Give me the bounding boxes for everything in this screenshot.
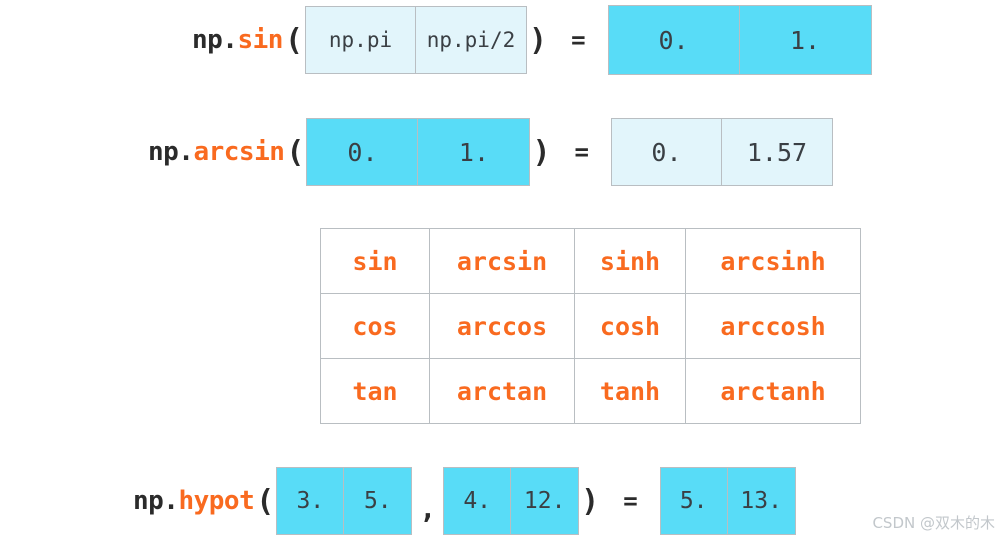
call-label-hypot: np.hypot bbox=[133, 486, 255, 516]
input-array-sin: np.pi np.pi/2 bbox=[305, 6, 527, 74]
input-array-hypot-a: 3. 5. bbox=[276, 467, 413, 535]
equals-sign: = bbox=[571, 26, 586, 54]
array-cell: 3. bbox=[277, 468, 345, 534]
array-cell: 0. bbox=[307, 119, 419, 185]
table-cell: arcsinh bbox=[685, 228, 861, 294]
table-cell: sinh bbox=[574, 228, 686, 294]
call-label-arcsin: np.arcsin bbox=[148, 137, 285, 167]
table-cell: arctan bbox=[429, 358, 575, 424]
array-cell: 1. bbox=[418, 119, 530, 185]
table-cell: tanh bbox=[574, 358, 686, 424]
call-label-sin: np.sin bbox=[192, 25, 283, 55]
output-array-sin: 0. 1. bbox=[607, 5, 872, 75]
table-cell: sin bbox=[320, 228, 430, 294]
function-name: sin bbox=[237, 25, 283, 55]
open-paren: ( bbox=[256, 483, 275, 519]
table-row: tan arctan tanh arctanh bbox=[320, 358, 861, 424]
array-cell: 5. bbox=[344, 468, 412, 534]
array-cell: np.pi bbox=[306, 7, 416, 73]
open-paren: ( bbox=[284, 22, 303, 58]
table-cell: arctanh bbox=[685, 358, 861, 424]
argument-comma: , bbox=[419, 491, 437, 525]
trig-function-table: sin arcsin sinh arcsinh cos arccos cosh … bbox=[320, 228, 861, 424]
expression-row-hypot: np.hypot ( 3. 5. , 4. 12. ) = 5. 13. bbox=[133, 467, 796, 535]
table-cell: tan bbox=[320, 358, 430, 424]
output-array-arcsin: 0. 1.57 bbox=[610, 118, 833, 186]
equals-sign: = bbox=[623, 487, 638, 515]
equals-sign: = bbox=[574, 138, 589, 166]
function-name: hypot bbox=[178, 486, 255, 516]
array-cell: 12. bbox=[511, 468, 579, 534]
array-cell: 5. bbox=[660, 468, 728, 534]
array-cell: 13. bbox=[727, 468, 795, 534]
open-paren: ( bbox=[286, 134, 305, 170]
table-cell: arcsin bbox=[429, 228, 575, 294]
close-paren: ) bbox=[529, 22, 548, 58]
module-prefix: np. bbox=[148, 137, 194, 167]
table-row: sin arcsin sinh arcsinh bbox=[320, 228, 861, 294]
table-cell: arccos bbox=[429, 293, 575, 359]
csdn-watermark: CSDN @双木的木 bbox=[872, 514, 995, 532]
array-cell: 1. bbox=[739, 6, 871, 74]
function-name: arcsin bbox=[193, 137, 285, 167]
array-cell: 4. bbox=[444, 468, 512, 534]
expression-row-sin: np.sin ( np.pi np.pi/2 ) = 0. 1. bbox=[192, 5, 872, 75]
close-paren: ) bbox=[581, 483, 600, 519]
module-prefix: np. bbox=[133, 486, 179, 516]
table-row: cos arccos cosh arccosh bbox=[320, 293, 861, 359]
array-cell: 0. bbox=[611, 119, 722, 185]
expression-row-arcsin: np.arcsin ( 0. 1. ) = 0. 1.57 bbox=[148, 118, 833, 186]
table-cell: cosh bbox=[574, 293, 686, 359]
output-array-hypot: 5. 13. bbox=[659, 467, 796, 535]
close-paren: ) bbox=[532, 134, 551, 170]
module-prefix: np. bbox=[192, 25, 238, 55]
input-array-arcsin: 0. 1. bbox=[306, 118, 531, 186]
table-cell: cos bbox=[320, 293, 430, 359]
array-cell: 0. bbox=[608, 6, 740, 74]
table-cell: arccosh bbox=[685, 293, 861, 359]
array-cell: np.pi/2 bbox=[416, 7, 526, 73]
input-array-hypot-b: 4. 12. bbox=[443, 467, 580, 535]
array-cell: 1.57 bbox=[721, 119, 832, 185]
